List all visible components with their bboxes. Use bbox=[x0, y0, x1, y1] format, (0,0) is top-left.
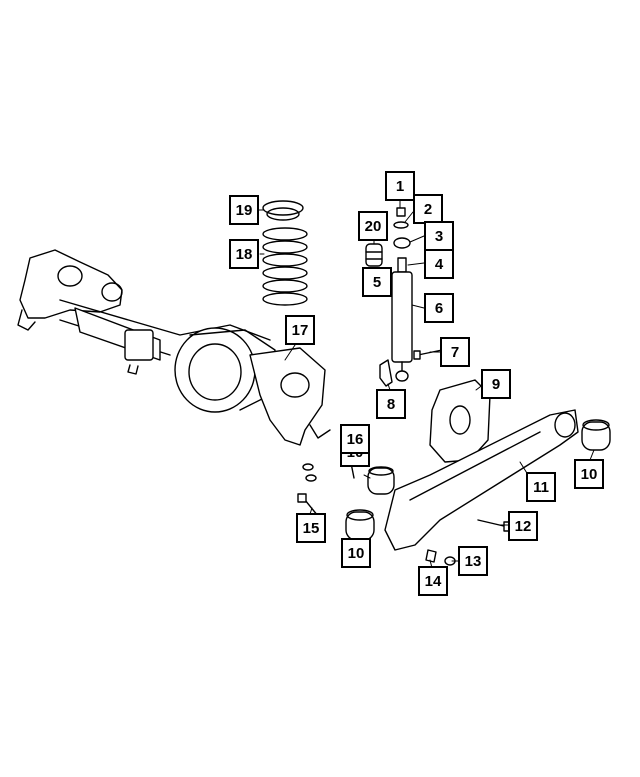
callout-7: 7 bbox=[440, 337, 470, 367]
coil-spring bbox=[262, 227, 308, 306]
callout-6: 6 bbox=[424, 293, 454, 323]
callout-10-lower: 10 bbox=[341, 538, 371, 568]
bolt bbox=[413, 349, 443, 360]
bracket bbox=[379, 359, 393, 387]
leader-lines bbox=[255, 199, 595, 569]
callout-17: 17 bbox=[285, 315, 315, 345]
shock-absorber bbox=[391, 257, 413, 382]
callout-19: 19 bbox=[229, 195, 259, 225]
callout-3: 3 bbox=[424, 221, 454, 251]
callout-1: 1 bbox=[385, 171, 415, 201]
bushing-upper bbox=[367, 466, 395, 495]
callout-20: 20 bbox=[358, 211, 388, 241]
spring-isolator bbox=[262, 200, 304, 221]
callout-8: 8 bbox=[376, 389, 406, 419]
bushing-right bbox=[581, 419, 611, 451]
bushing-lower bbox=[345, 509, 375, 541]
callout-5: 5 bbox=[362, 267, 392, 297]
callout-11: 11 bbox=[526, 472, 556, 502]
callout-15: 15 bbox=[296, 513, 326, 543]
shock-upper-hardware bbox=[393, 207, 411, 249]
front-axle-assembly bbox=[17, 249, 331, 482]
callout-2: 2 bbox=[413, 194, 443, 224]
callout-18: 18 bbox=[229, 239, 259, 269]
callout-4: 4 bbox=[424, 249, 454, 279]
callout-9: 9 bbox=[481, 369, 511, 399]
callout-16: 16 bbox=[340, 424, 370, 454]
control-arm bbox=[384, 409, 579, 551]
callout-12: 12 bbox=[508, 511, 538, 541]
callout-10-right: 10 bbox=[574, 459, 604, 489]
callout-14: 14 bbox=[418, 566, 448, 596]
flag-nut-14 bbox=[425, 549, 437, 563]
callout-13: 13 bbox=[458, 546, 488, 576]
jounce-bumper bbox=[365, 243, 383, 267]
